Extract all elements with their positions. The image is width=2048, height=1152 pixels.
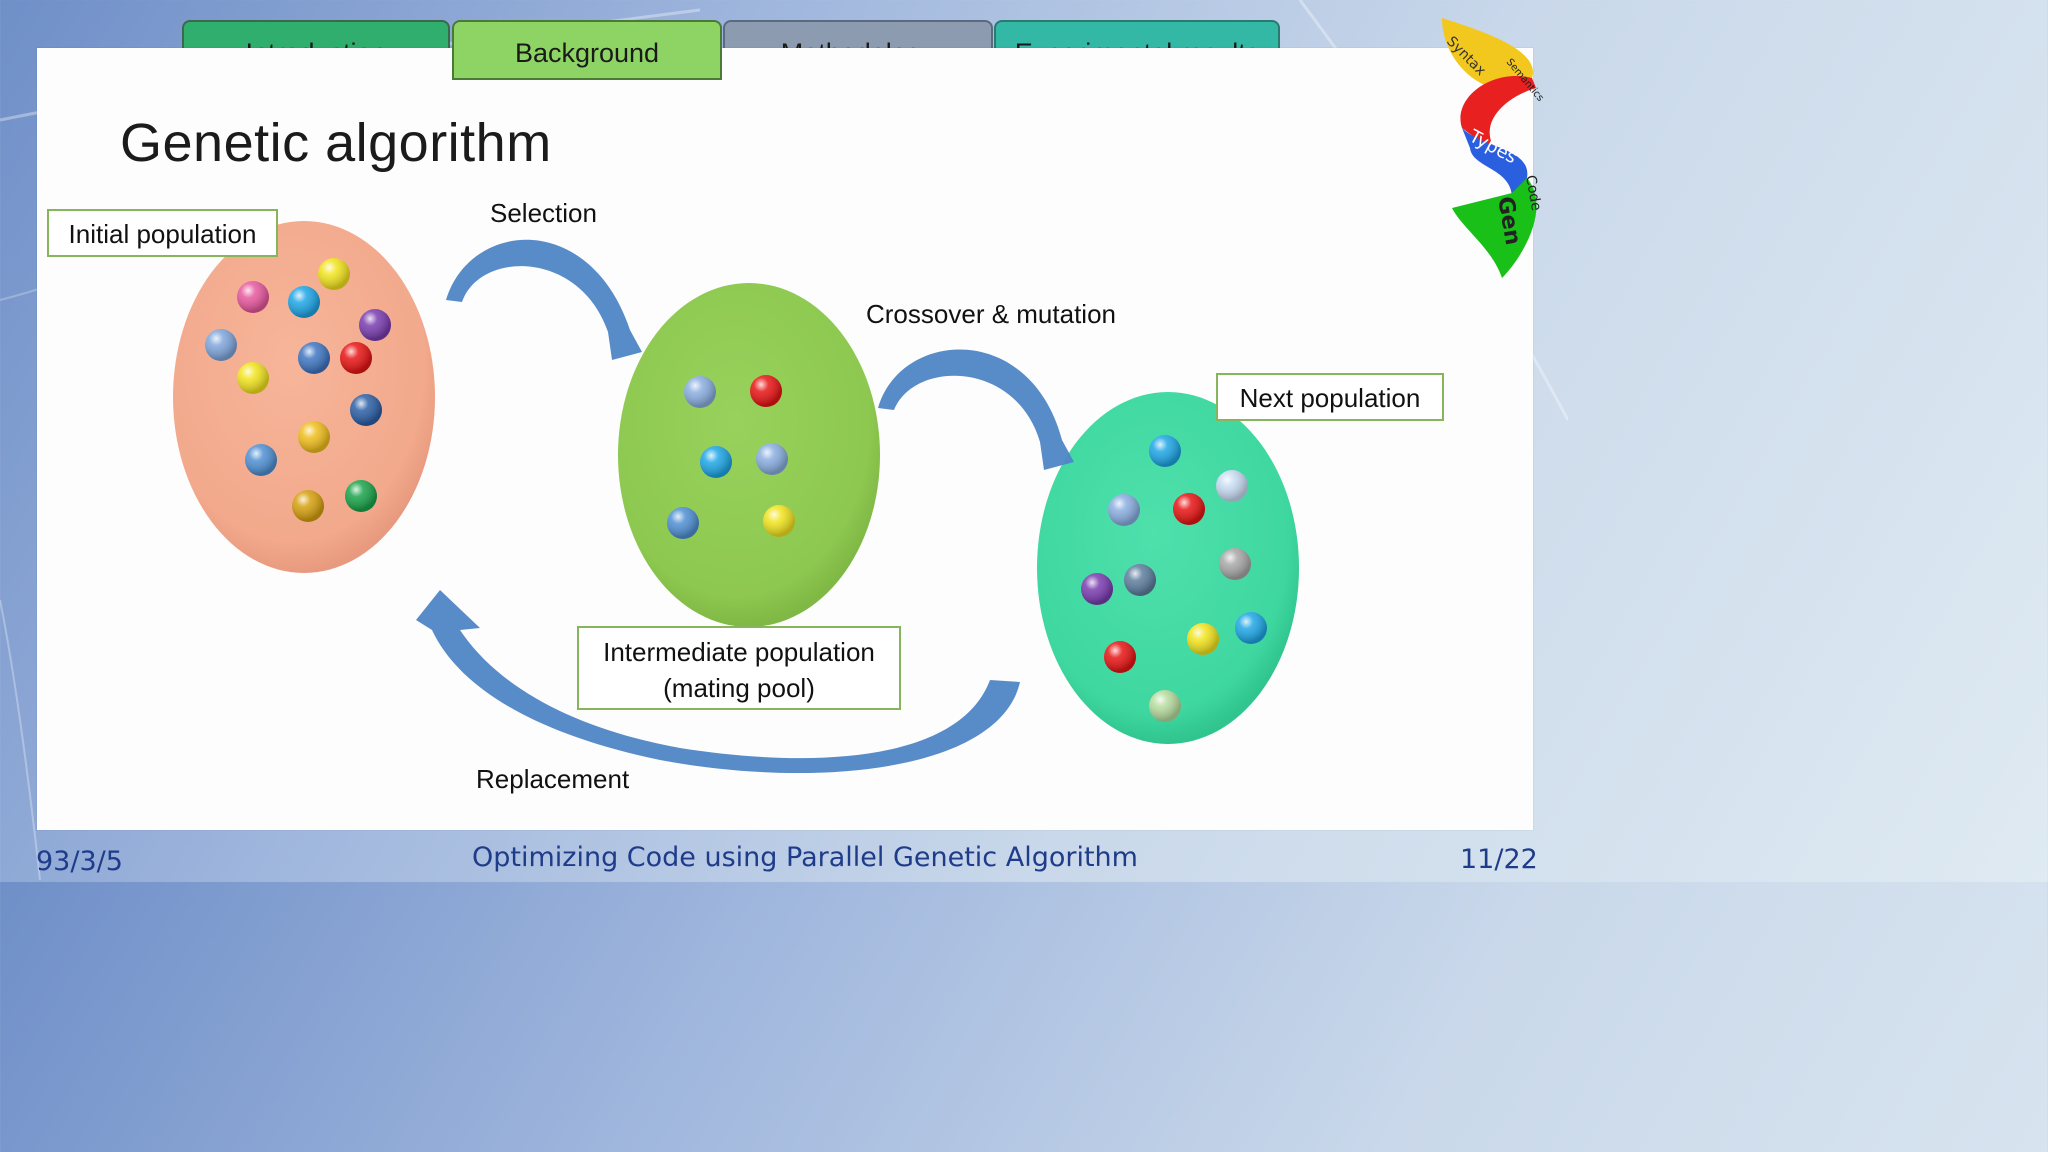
footer-page-number: 11/22 (1460, 844, 1538, 875)
tab-background[interactable]: Background (452, 20, 722, 80)
genetic-algorithm-diagram (173, 221, 1299, 774)
footer-caption: Optimizing Code using Parallel Genetic A… (472, 842, 1138, 873)
logo-word-code: Code (1522, 174, 1544, 212)
footer-date: 93/3/5 (36, 846, 123, 877)
next-population-label: Next population (1216, 373, 1444, 421)
selection-arrow (446, 239, 642, 360)
crossover-mutation-label: Crossover & mutation (866, 299, 1116, 329)
initial-population-label: Initial population (47, 209, 278, 257)
replacement-arrow (416, 590, 1020, 774)
intermediate-population-label-line1: Intermediate population (603, 637, 875, 667)
course-logo: Syntax Semantics Types Code Gen (1442, 18, 1546, 278)
intermediate-population-label-line2: (mating pool) (663, 673, 815, 703)
crossover-arrow (878, 349, 1074, 470)
replacement-label: Replacement (476, 764, 630, 794)
intermediate-population-label: Intermediate population (mating pool) (577, 626, 901, 710)
slide-title: Genetic algorithm (120, 113, 552, 173)
ball-shine (205, 258, 1267, 722)
intermediate-population-blob (618, 283, 880, 627)
selection-label: Selection (490, 198, 597, 228)
